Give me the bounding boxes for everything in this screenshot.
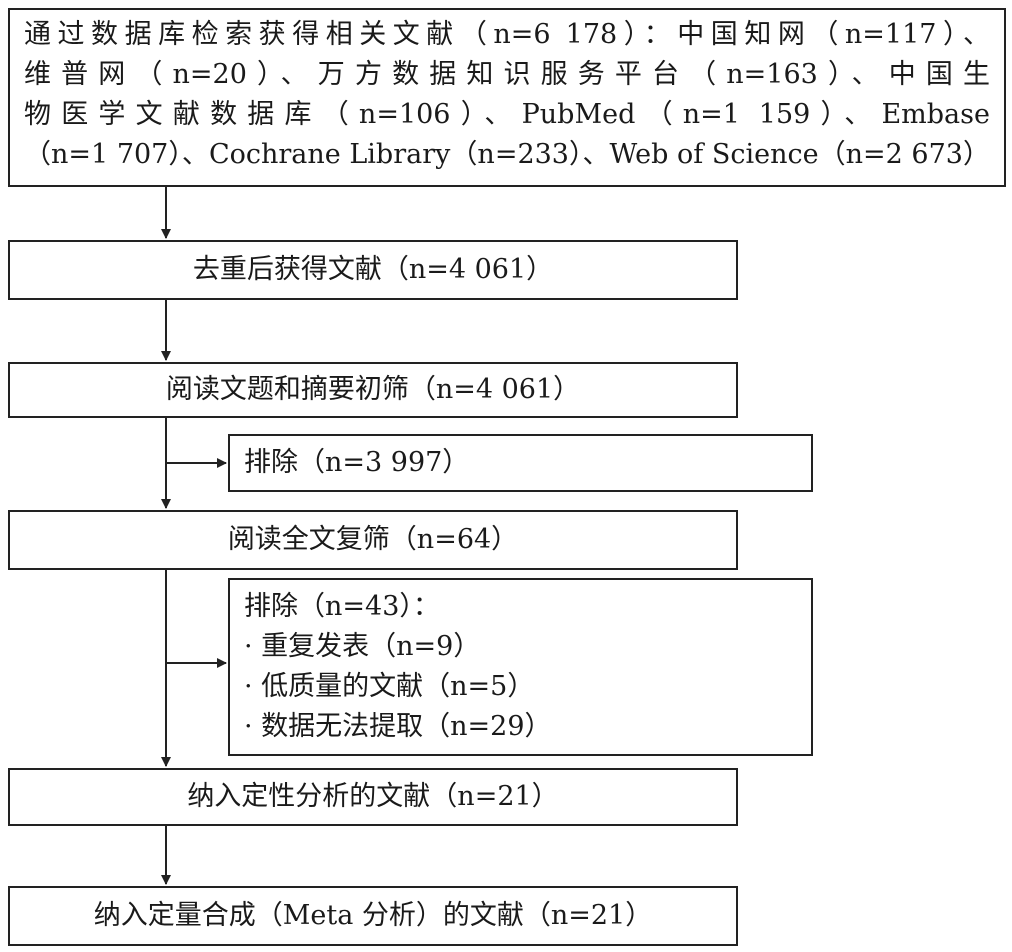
screen-text: 阅读文题和摘要初筛（n=4 061） [165, 374, 581, 405]
dedup-box: 去重后获得文献（n=4 061） [8, 240, 738, 300]
search-results-box: 通过数据库检索获得相关文献（n=6 178）：中国知网（n=117）、 维普网（… [8, 8, 1006, 187]
qualitative-text: 纳入定性分析的文献（n=21） [187, 781, 559, 812]
exclude1-text: 排除（n=3 997） [244, 447, 470, 478]
fulltext-text: 阅读全文复筛（n=64） [227, 524, 519, 555]
search-line-3: 物医学文献数据库（n=106）、PubMed（n=1 159）、Embase [24, 99, 990, 130]
search-line-4: （n=1 707）、Cochrane Library（n=233）、Web of… [24, 139, 990, 170]
exclude2-item-duplicate: · 重复发表（n=9） [244, 631, 481, 662]
meta-analysis-box: 纳入定量合成（Meta 分析）的文献（n=21） [8, 886, 738, 946]
exclude2-item-low-quality: · 低质量的文献（n=5） [244, 671, 535, 702]
search-line-1: 通过数据库检索获得相关文献（n=6 178）：中国知网（n=117）、 [24, 19, 990, 50]
exclude2-title: 排除（n=43）： [244, 591, 440, 622]
exclusion-box-1: 排除（n=3 997） [228, 434, 813, 492]
search-line-2: 维普网（n=20）、万方数据知识服务平台（n=163）、中国生 [24, 59, 990, 90]
dedup-text: 去重后获得文献（n=4 061） [192, 254, 554, 285]
exclusion-box-2: 排除（n=43）： · 重复发表（n=9） · 低质量的文献（n=5） · 数据… [228, 578, 813, 756]
exclude2-item-no-data: · 数据无法提取（n=29） [244, 711, 552, 742]
title-abstract-screen-box: 阅读文题和摘要初筛（n=4 061） [8, 362, 738, 418]
meta-text: 纳入定量合成（Meta 分析）的文献（n=21） [93, 900, 653, 931]
qualitative-analysis-box: 纳入定性分析的文献（n=21） [8, 768, 738, 826]
fulltext-screen-box: 阅读全文复筛（n=64） [8, 510, 738, 570]
